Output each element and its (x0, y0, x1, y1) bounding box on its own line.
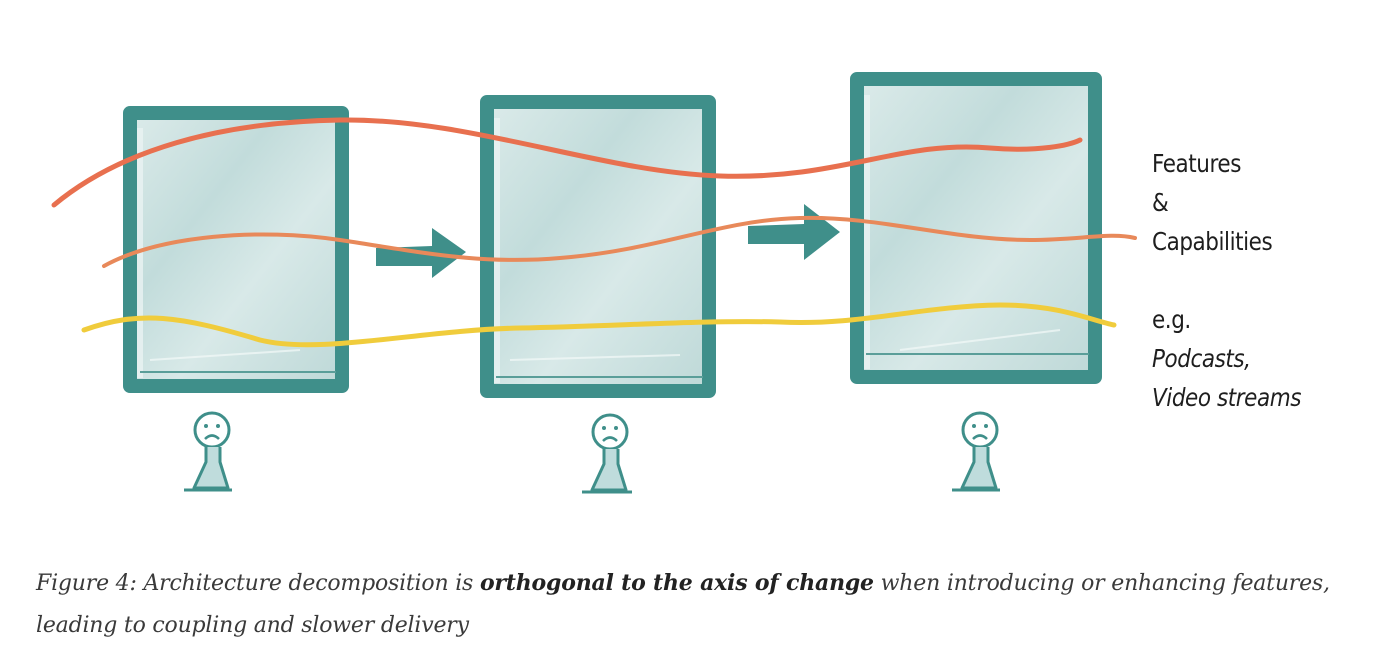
feature-line-top (51, 117, 1083, 208)
figure-caption: Figure 4: Architecture decomposition is … (36, 562, 1336, 647)
legend-features: Features (1152, 149, 1242, 178)
architecture-diagram (51, 72, 1137, 494)
legend-example-prefix: e.g. (1152, 305, 1191, 334)
component-box-2 (480, 95, 716, 398)
legend-capabilities: Capabilities (1152, 227, 1273, 256)
feature-line-bottom (81, 302, 1117, 348)
legend-example-2: Video streams (1152, 378, 1301, 417)
caption-suffix: when introducing or enhancing features, … (36, 571, 1330, 638)
legend-example-2-text: Video streams (1152, 383, 1301, 412)
arrow-right-icon (748, 204, 840, 260)
legend-example-1-text: Podcasts, (1152, 344, 1251, 373)
sad-person-icon (184, 411, 232, 492)
caption-emphasis: orthogonal to the axis of change (479, 570, 874, 596)
legend-ampersand: & (1152, 188, 1169, 217)
component-box-1 (123, 106, 349, 393)
component-box-3 (850, 72, 1102, 384)
sad-person-icon (582, 413, 632, 494)
sad-person-icon (952, 411, 1000, 492)
legend-example-1: Podcasts, (1152, 339, 1251, 378)
feature-line-middle (102, 215, 1137, 268)
caption-prefix: Figure 4: Architecture decomposition is (36, 571, 480, 596)
